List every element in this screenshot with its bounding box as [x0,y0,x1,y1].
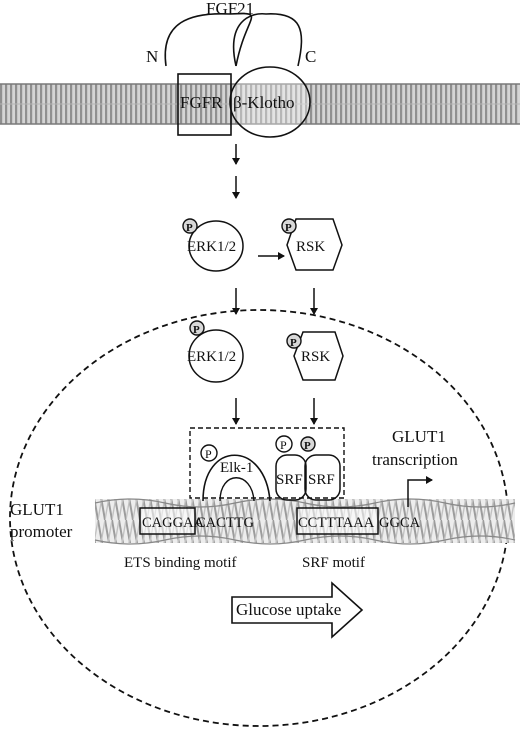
phospho-icon [281,218,297,234]
phospho-label: P [205,447,212,461]
seq-end: GGCA [379,515,421,531]
srf-motif-box [296,507,379,535]
transcription-label-line1: GLUT1 [392,427,446,446]
phospho-label: P [290,337,297,349]
ets-motif-box [139,507,196,535]
seq-mid: CACTTG [196,515,255,531]
phospho-icon [300,436,316,452]
phospho-icon [182,218,198,234]
glucose-uptake-label: Glucose uptake [236,600,341,619]
phospho-icon [189,320,205,336]
phospho-icon [286,333,302,349]
phospho-label: P [285,222,292,234]
rsk-cytoplasm-label: RSK [296,239,325,255]
receptor-complex: FGFR β-Klotho [177,66,311,138]
fgf21-ligand: FGF21 N C [146,0,316,67]
fgf21-label: FGF21 [206,0,254,18]
n-terminus-label: N [146,47,158,66]
erk-nucleus: ERK1/2 P [187,320,244,383]
rsk-nucleus-label: RSK [301,349,330,365]
srf-dimer: SRF SRF P P [275,435,341,501]
transcription-complex-box [189,427,345,499]
rsk-nucleus: RSK P [286,331,344,381]
klotho-shape [229,66,311,138]
rsk-cytoplasm: RSK P [281,218,343,271]
srf-left-label: SRF [276,472,303,488]
promoter-label-line1: GLUT1 [10,500,64,519]
elk1-protein: Elk-1 P [200,444,271,502]
klotho-label: β-Klotho [233,93,295,112]
erk-cytoplasm-label: ERK1/2 [187,239,236,255]
arrows [232,144,318,425]
erk-cytoplasm: ERK1/2 P [182,218,244,272]
phospho-label: P [193,324,200,336]
phospho-icon [275,435,293,453]
c-terminus-label: C [305,47,316,66]
fgfr-shape [177,73,232,136]
ets-motif-label: ETS binding motif [124,555,237,571]
cell-membrane [0,83,520,125]
seq-srf: CCTTTAAA [298,515,375,531]
seq-ets: CAGGAA [142,515,205,531]
transcription-start-arrow [407,476,433,507]
srf-right-label: SRF [308,472,335,488]
phospho-label: P [304,440,311,452]
promoter-label-line2: promoter [10,522,73,541]
phospho-label: P [186,222,193,234]
transcription-label-line2: transcription [372,450,458,469]
elk1-label: Elk-1 [220,460,253,476]
phospho-label: P [280,438,287,452]
erk-nucleus-label: ERK1/2 [187,349,236,365]
fgfr-label: FGFR [180,93,223,112]
phospho-icon [200,444,218,462]
glucose-uptake-arrow: Glucose uptake [231,581,364,639]
srf-motif-label: SRF motif [302,555,365,571]
